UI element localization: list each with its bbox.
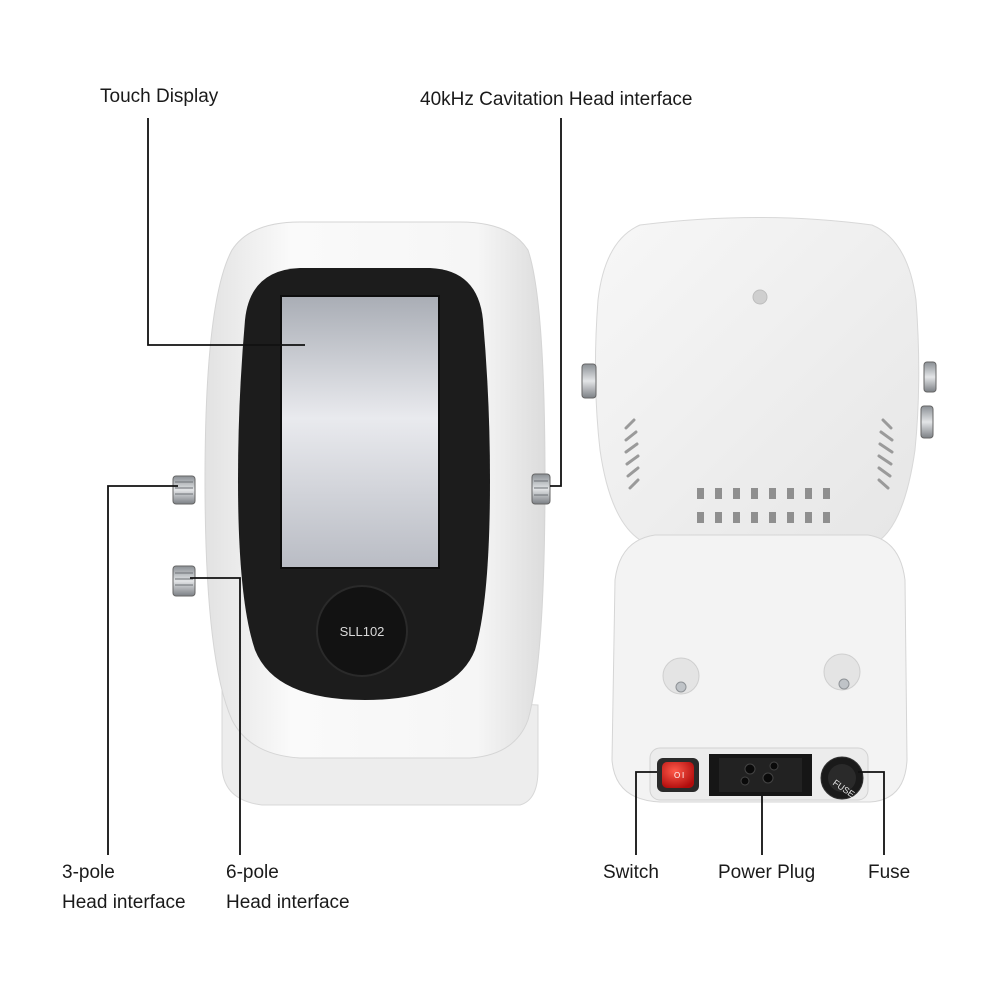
callout-switch [635, 771, 657, 855]
label-six-pole: 6-pole Head interface [226, 858, 350, 918]
back-connector-left [581, 363, 597, 399]
back-device: O I FUSE [581, 217, 937, 803]
model-badge [316, 585, 408, 677]
screw-left [675, 681, 687, 693]
rear-vent-grid [697, 488, 830, 523]
side-vent-right [877, 418, 894, 490]
label-three-pole-line1: 3-pole [62, 862, 115, 883]
callout-lines [107, 118, 885, 855]
fuse-holder: FUSE [820, 756, 864, 800]
touch-display-screen [280, 295, 440, 569]
side-vent-left [624, 418, 640, 490]
callout-six-pole [190, 577, 241, 855]
label-power-plug: Power Plug [718, 862, 816, 883]
label-fuse: Fuse [868, 862, 911, 883]
screw-hole-left [662, 657, 700, 695]
six-pole-connector [172, 565, 196, 597]
three-pole-connector [172, 475, 196, 505]
label-cavitation-interface: 40kHz Cavitation Head interface [420, 89, 693, 110]
front-device: SLL102 [172, 221, 551, 806]
label-touch-display: Touch Display [100, 86, 219, 107]
callout-touch-display [147, 118, 305, 346]
svg-text:O: O [674, 771, 680, 780]
back-connector-right-top [923, 361, 937, 393]
svg-text:I: I [682, 771, 684, 780]
hanging-hole [752, 289, 768, 305]
label-three-pole-line2: Head interface [62, 892, 186, 913]
label-six-pole-line2: Head interface [226, 892, 350, 913]
callout-fuse [858, 771, 885, 855]
label-three-pole: 3-pole Head interface [62, 858, 186, 918]
back-base [611, 534, 908, 803]
power-plug-socket [709, 754, 812, 796]
label-switch: Switch [603, 862, 659, 883]
label-six-pole-line1: 6-pole [226, 862, 279, 883]
back-connector-right-bottom [920, 405, 934, 439]
cavitation-connector [531, 473, 551, 505]
callout-three-pole [107, 485, 178, 855]
model-label: SLL102 [340, 624, 385, 639]
screw-hole-right [823, 653, 861, 691]
back-shell [594, 217, 920, 541]
screw-right [838, 678, 850, 690]
callout-cavitation [550, 118, 562, 487]
power-switch: O I [657, 758, 699, 792]
